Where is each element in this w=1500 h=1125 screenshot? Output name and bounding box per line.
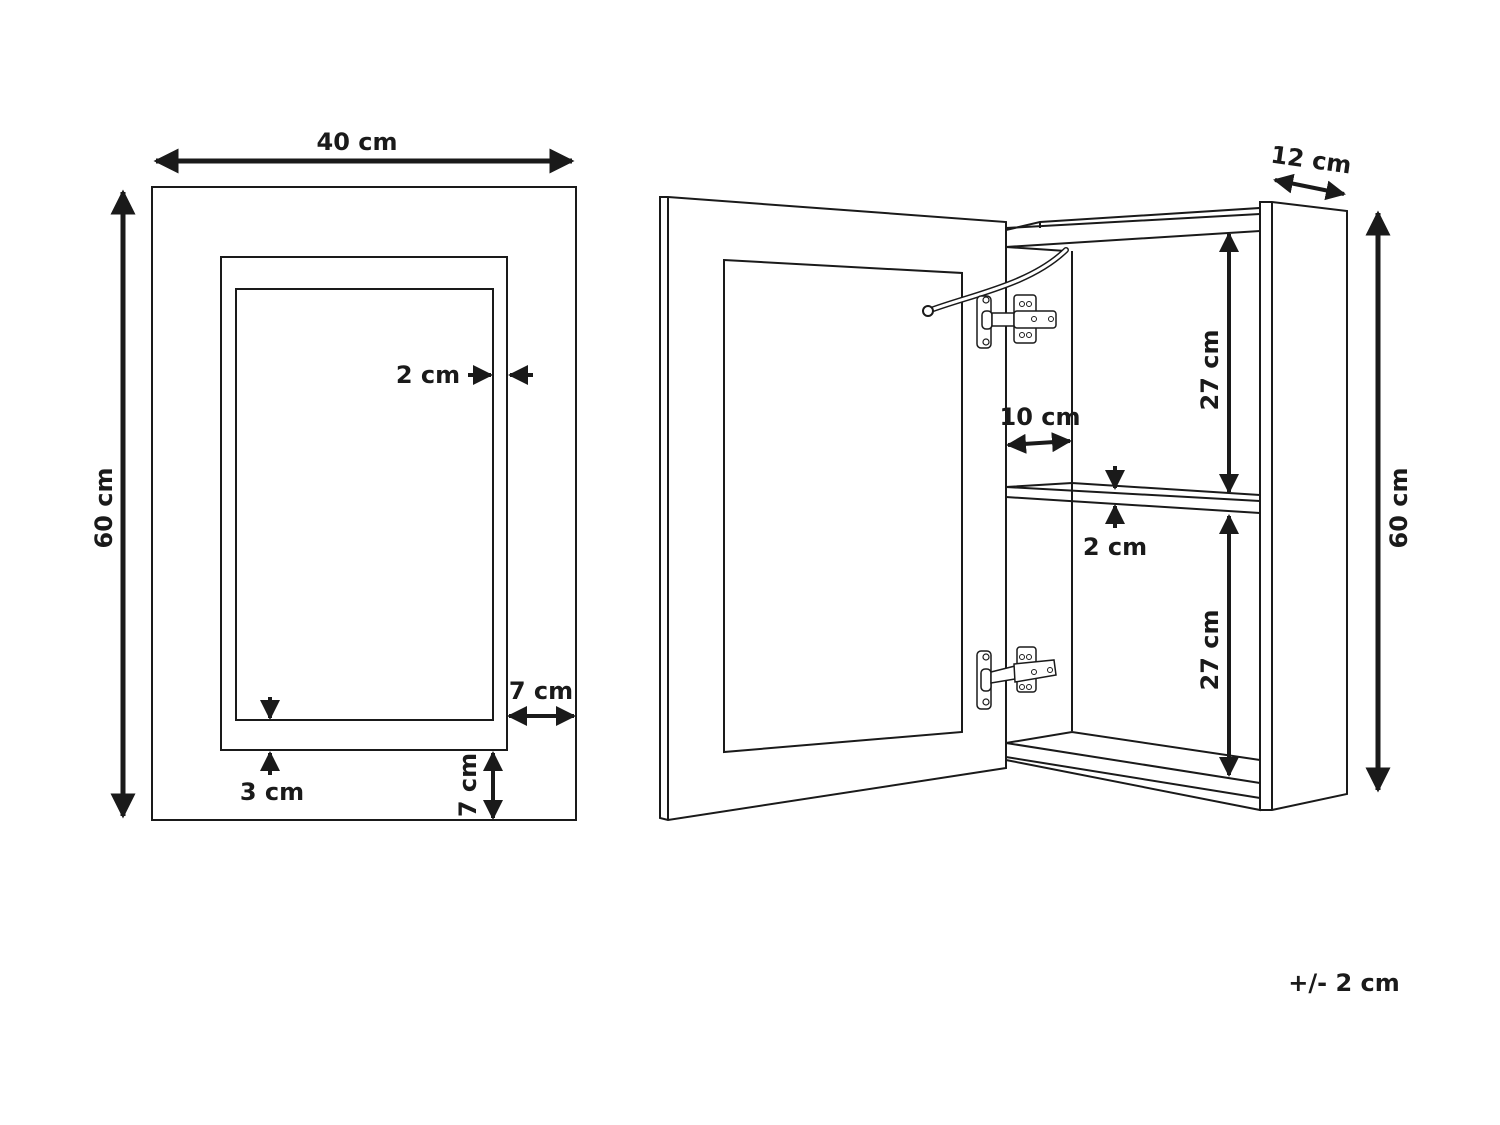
side-margin-label: 7 cm [509, 677, 573, 705]
mirror-bottom-gap-label: 3 cm [240, 778, 304, 806]
mirror-frame [220, 256, 508, 751]
depth-label: 12 cm [1269, 141, 1353, 180]
cabinet-outline [151, 186, 577, 821]
door-mirror [723, 258, 963, 754]
front-view: 40 cm 60 cm 2 cm 3 cm 7 cm 7 cm [90, 128, 577, 821]
bottom-panel [1005, 730, 1261, 799]
depth-arrow [1273, 173, 1346, 201]
upper-compartment-label: 27 cm [1196, 330, 1224, 411]
width-label: 40 cm [317, 128, 398, 156]
upper-hinge [976, 294, 1057, 349]
mirror-inset-label: 2 cm [396, 361, 460, 389]
height-label: 60 cm [90, 468, 118, 549]
open-height-label: 60 cm [1385, 468, 1413, 549]
door-stay-pivot [922, 305, 934, 317]
tolerance-label: +/- 2 cm [1288, 969, 1399, 997]
door-panel [659, 196, 1007, 822]
side-panel [1259, 201, 1348, 811]
lower-hinge [976, 646, 1057, 710]
bottom-margin-label: 7 cm [454, 753, 482, 817]
middle-shelf [1005, 481, 1261, 514]
mirror-glass [235, 288, 494, 721]
top-panel [1005, 213, 1261, 252]
shelf-thickness-label: 2 cm [1083, 533, 1147, 561]
inner-depth-label: 10 cm [1000, 403, 1081, 431]
lower-compartment-label: 27 cm [1196, 610, 1224, 691]
inner-depth-arrow [1006, 432, 1072, 454]
cabinet-body [1005, 206, 1261, 812]
open-view: 12 cm 60 cm 10 cm 27 cm 27 cm 2 cm [659, 141, 1413, 822]
